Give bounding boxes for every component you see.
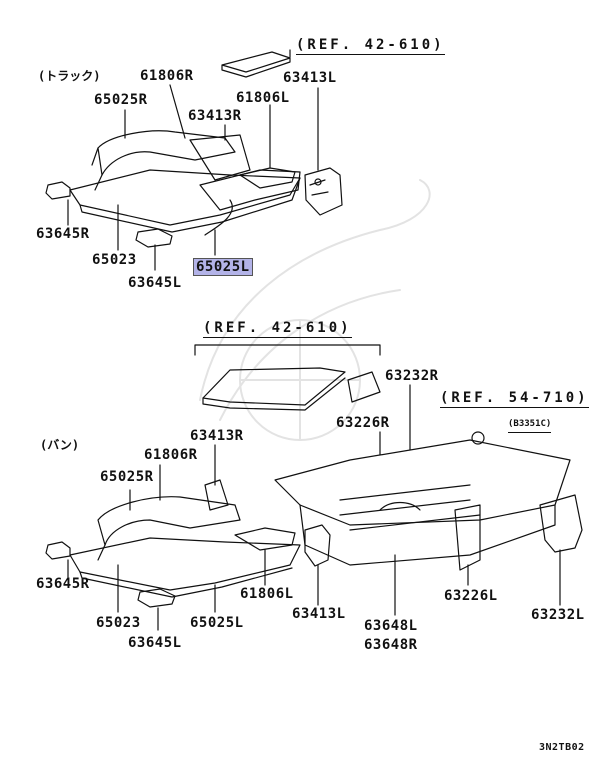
bottom-ref-panel [202,367,346,406]
bottom-ref2-label[interactable]: (REF. 54-710) [440,390,589,408]
part-label-61806R-top[interactable]: 61806R [140,68,194,84]
part-label-65025R-bottom[interactable]: 65025R [100,469,154,485]
part-label-63645R-top[interactable]: 63645R [36,226,90,242]
part-label-61806L-top[interactable]: 61806L [236,90,290,106]
bottom-part-63645L [137,588,176,608]
part-label-63232R[interactable]: 63232R [385,368,439,384]
part-label-61806R-bottom[interactable]: 61806R [144,447,198,463]
top-floor-panel [69,169,301,226]
part-label-63226L[interactable]: 63226L [444,588,498,604]
part-label-63645L-top[interactable]: 63645L [128,275,182,291]
part-label-63648L[interactable]: 63648L [364,618,418,634]
part-label-63413R-top[interactable]: 63413R [188,108,242,124]
part-label-61806L-bottom[interactable]: 61806L [240,586,294,602]
part-label-65023-top[interactable]: 65023 [92,252,137,268]
part-label-63413L-bottom[interactable]: 63413L [292,606,346,622]
part-label-63226R[interactable]: 63226R [336,415,390,431]
part-label-65025L-bottom[interactable]: 65025L [190,615,244,631]
part-label-63645R-bottom[interactable]: 63645R [36,576,90,592]
bottom-section-label: (バン) [40,438,80,452]
watermark-logo [199,179,431,441]
part-label-63413R-bottom[interactable]: 63413R [190,428,244,444]
part-label-63413L-top[interactable]: 63413L [283,70,337,86]
bottom-ref-label[interactable]: (REF. 42-610) [203,320,352,338]
bottom-part-63645R [45,541,71,560]
part-label-63645L-bottom[interactable]: 63645L [128,635,182,651]
bottom-ref-bracket [194,344,381,356]
top-part-63645R [45,181,71,200]
part-label-65023-bottom[interactable]: 65023 [96,615,141,631]
top-section-label: (トラック) [38,69,101,83]
bottom-floor-left [69,537,301,591]
part-label-63648R[interactable]: 63648R [364,637,418,653]
part-label-63232L[interactable]: 63232L [531,607,585,623]
bottom-ref2-sub: (B3351C) [508,416,552,433]
top-ref-label[interactable]: (REF. 42-610) [296,37,445,55]
bottom-floor-van [274,439,571,526]
figure-code: 3N2TB02 [539,742,585,753]
part-label-65025L-highlighted[interactable]: 65025L [193,258,253,276]
top-part-63645L [135,228,173,248]
top-ref-panel [221,51,291,78]
top-bracket-63413L [304,167,343,216]
part-label-65025R-top[interactable]: 65025R [94,92,148,108]
